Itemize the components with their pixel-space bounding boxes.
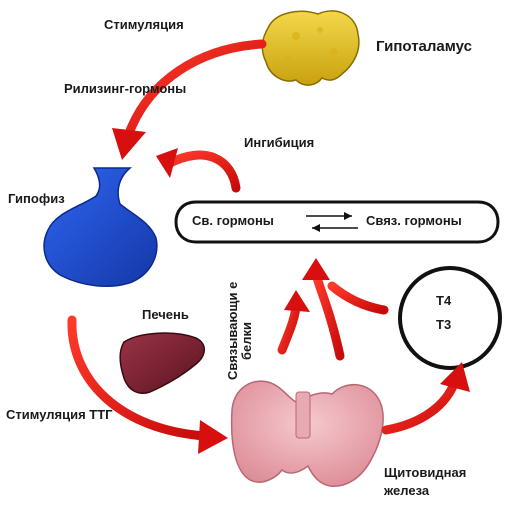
label-bound-hormones: Связ. гормоны xyxy=(366,213,462,228)
label-binding-proteins-line2: белки xyxy=(239,321,255,360)
arrow-hypothalamus-to-pituitary xyxy=(123,39,267,141)
label-inhibition: Ингибиция xyxy=(244,135,315,150)
arrow-thyroid-to-t4t3 xyxy=(381,373,461,435)
label-thyroid-line2: железа xyxy=(384,483,430,498)
label-pituitary: Гипофиз xyxy=(8,191,65,206)
equilibrium-arrows xyxy=(306,212,358,232)
arrow-inhibition xyxy=(163,150,241,193)
arrowhead-inhibition xyxy=(156,148,178,178)
arrow-thyroid-to-binding xyxy=(277,299,301,355)
label-binding-proteins-line1: Связывающи е xyxy=(225,281,240,380)
label-tsh-stimulation: Стимуляция ТТГ xyxy=(6,407,113,422)
label-hypothalamus: Гипоталамус xyxy=(376,38,472,55)
thyroid-gland-icon xyxy=(230,380,384,487)
hormone-balance-box xyxy=(174,200,500,244)
label-liver: Печень xyxy=(142,307,189,322)
hypothalamus-organ-icon xyxy=(261,10,360,86)
pituitary-gland-icon xyxy=(43,167,158,287)
arrowhead-tsh xyxy=(198,420,228,454)
arrowheads xyxy=(112,128,470,454)
arrowhead-binding xyxy=(284,290,310,312)
arrow-from-t4t3 xyxy=(327,281,389,315)
arrowhead-pituitary xyxy=(112,128,146,160)
label-binding-proteins: Связывающи е белки xyxy=(225,281,255,380)
liver-organ-icon xyxy=(119,332,205,394)
label-t3: Т3 xyxy=(436,317,452,332)
arrowhead-free xyxy=(302,258,330,280)
arrow-tsh-stimulation xyxy=(67,315,211,441)
label-free-hormones: Св. гормоны xyxy=(192,213,274,228)
label-thyroid-line1: Щитовидная xyxy=(384,465,467,480)
label-stimulation: Стимуляция xyxy=(104,17,184,32)
label-t4: Т4 xyxy=(436,293,452,308)
label-releasing-hormones: Рилизинг-гормоны xyxy=(64,81,187,96)
arrowhead-t4t3 xyxy=(440,362,470,392)
t4-t3-circle xyxy=(398,266,502,370)
